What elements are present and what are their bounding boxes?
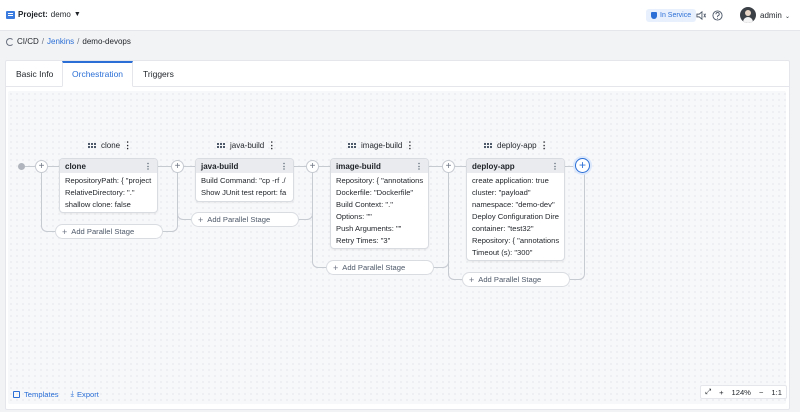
tab-orchestration[interactable]: Orchestration	[62, 61, 134, 87]
plus-icon: +	[469, 274, 475, 285]
export-icon: ⤓	[70, 389, 74, 398]
more-icon[interactable]: ⋮	[280, 161, 288, 171]
stage-name: java-build	[230, 141, 265, 150]
task-title: image-build	[336, 161, 381, 171]
task-param: Build Command: "cp -rf ./	[201, 176, 286, 185]
stage-name: deploy-app	[497, 141, 537, 150]
cicd-icon	[6, 37, 14, 46]
task-param: Options: ""	[336, 212, 372, 221]
question-icon[interactable]	[712, 10, 723, 21]
task-title: clone	[65, 161, 86, 171]
stage-header-clone[interactable]: clone ⋮	[88, 140, 132, 151]
caret-down-icon: ▼	[73, 11, 81, 18]
task-param: Retry Times: "3"	[336, 236, 391, 245]
speaker-icon[interactable]	[696, 10, 707, 21]
drag-handle-icon[interactable]	[484, 143, 492, 148]
zoom-controls: ⤢ + 124% − 1:1	[700, 385, 787, 399]
zoom-in-button[interactable]: +	[719, 387, 724, 397]
project-label: Project:	[18, 10, 48, 19]
task-param: cluster: "payload"	[472, 188, 531, 197]
task-card-deploy-app[interactable]: deploy-app ⋮ create application: true clu…	[466, 158, 565, 261]
status-badge: In Service	[646, 9, 697, 22]
task-param: Build Context: "."	[336, 200, 393, 209]
task-param: Repository: { "annotations	[336, 176, 424, 185]
zoom-out-button[interactable]: −	[758, 387, 764, 397]
more-icon[interactable]: ⋮	[551, 161, 559, 171]
drag-handle-icon[interactable]	[217, 143, 225, 148]
add-parallel-stage-button[interactable]: +Add Parallel Stage	[55, 224, 163, 239]
task-param: Show JUnit test report: fa	[201, 188, 287, 197]
task-param: container: "test32"	[472, 224, 534, 233]
drag-handle-icon[interactable]	[348, 143, 356, 148]
task-param: RelativeDirectory: "."	[65, 188, 135, 197]
add-stage-button[interactable]: +	[35, 160, 48, 173]
task-param: create application: true	[472, 176, 549, 185]
user-name: admin	[760, 11, 782, 20]
add-parallel-stage-button[interactable]: +Add Parallel Stage	[326, 260, 434, 275]
tab-triggers[interactable]: Triggers	[143, 69, 174, 79]
stage-name: clone	[101, 141, 121, 150]
add-parallel-stage-button[interactable]: +Add Parallel Stage	[462, 272, 570, 287]
breadcrumb-jenkins[interactable]: Jenkins	[47, 37, 75, 46]
task-param: Repository: { "annotations	[472, 236, 560, 245]
actual-size-icon[interactable]: 1:1	[771, 387, 782, 397]
stage-name: image-build	[361, 141, 403, 150]
task-card-image-build[interactable]: image-build⋮ Repository: { "annotations …	[330, 158, 429, 249]
more-icon[interactable]: ⋮	[123, 140, 132, 150]
more-icon[interactable]: ⋮	[144, 161, 152, 171]
export-button[interactable]: ⤓Export	[70, 389, 99, 399]
add-stage-button[interactable]: +	[442, 160, 455, 173]
task-param: Deploy Configuration Dire	[472, 212, 559, 221]
shield-icon	[651, 12, 657, 19]
breadcrumb: CI/CD / Jenkins / demo-devops	[6, 37, 131, 46]
status-text: In Service	[660, 12, 692, 19]
tab-basic-info[interactable]: Basic Info	[16, 69, 54, 79]
project-value: demo	[50, 10, 71, 19]
add-stage-button[interactable]: +	[171, 160, 184, 173]
task-title: deploy-app	[472, 161, 515, 171]
folder-icon	[6, 10, 15, 19]
breadcrumb-root: CI/CD	[17, 37, 39, 46]
more-icon[interactable]: ⋮	[539, 140, 549, 150]
fit-view-icon[interactable]: ⤢	[705, 387, 712, 396]
task-param: shallow clone: false	[65, 200, 131, 209]
pipeline-start-dot	[18, 163, 25, 170]
task-param: Push Arguments: ""	[336, 224, 402, 233]
more-icon[interactable]: ⋮	[415, 161, 423, 171]
task-card-java-build[interactable]: java-build ⋮ Build Command: "cp -rf ./ Sh…	[195, 158, 294, 202]
pipeline-card: Basic Info Orchestration Triggers + + + …	[5, 60, 790, 410]
project-selector[interactable]: Project: demo ▼	[6, 10, 81, 19]
task-param: RepositoryPath: { "project	[65, 176, 152, 185]
plus-icon: +	[198, 214, 204, 225]
add-stage-button[interactable]: +	[306, 160, 319, 173]
template-icon	[13, 390, 20, 398]
stage-header-java-build[interactable]: java-build ⋮	[217, 140, 276, 151]
add-parallel-stage-button[interactable]: +Add Parallel Stage	[191, 212, 299, 227]
more-icon[interactable]: ⋮	[267, 140, 276, 150]
breadcrumb-current: demo-devops	[82, 37, 131, 46]
more-icon[interactable]: ⋮	[405, 140, 414, 150]
chevron-down-icon: ⌄	[785, 14, 791, 20]
task-param: namespace: "demo-dev"	[472, 200, 555, 209]
canvas-footer: Templates ⤓Export	[13, 389, 111, 399]
task-param: Dockerfile: "Dockerfile"	[336, 188, 414, 197]
drag-handle-icon[interactable]	[88, 143, 96, 148]
stage-header-image-build[interactable]: image-build ⋮	[348, 140, 414, 151]
task-title: java-build	[201, 161, 239, 171]
avatar[interactable]	[740, 7, 756, 23]
add-stage-end-button[interactable]: +	[575, 158, 590, 173]
stage-header-deploy-app[interactable]: deploy-app ⋮	[484, 140, 549, 151]
top-bar: Project: demo ▼ In Service admin ⌄	[0, 0, 800, 31]
zoom-level: 124%	[731, 387, 751, 397]
user-menu[interactable]: admin ⌄	[760, 11, 790, 20]
tab-bar: Basic Info Orchestration Triggers	[6, 61, 789, 87]
templates-button[interactable]: Templates	[13, 390, 59, 399]
plus-icon: +	[62, 226, 68, 237]
task-param: Timeout (s): "300"	[472, 248, 533, 257]
pipeline-canvas[interactable]: + + + + + clone ⋮ java-build ⋮ image-bui…	[8, 91, 786, 404]
task-card-clone[interactable]: clone ⋮ RepositoryPath: { "project Relati…	[59, 158, 158, 213]
plus-icon: +	[333, 262, 339, 273]
